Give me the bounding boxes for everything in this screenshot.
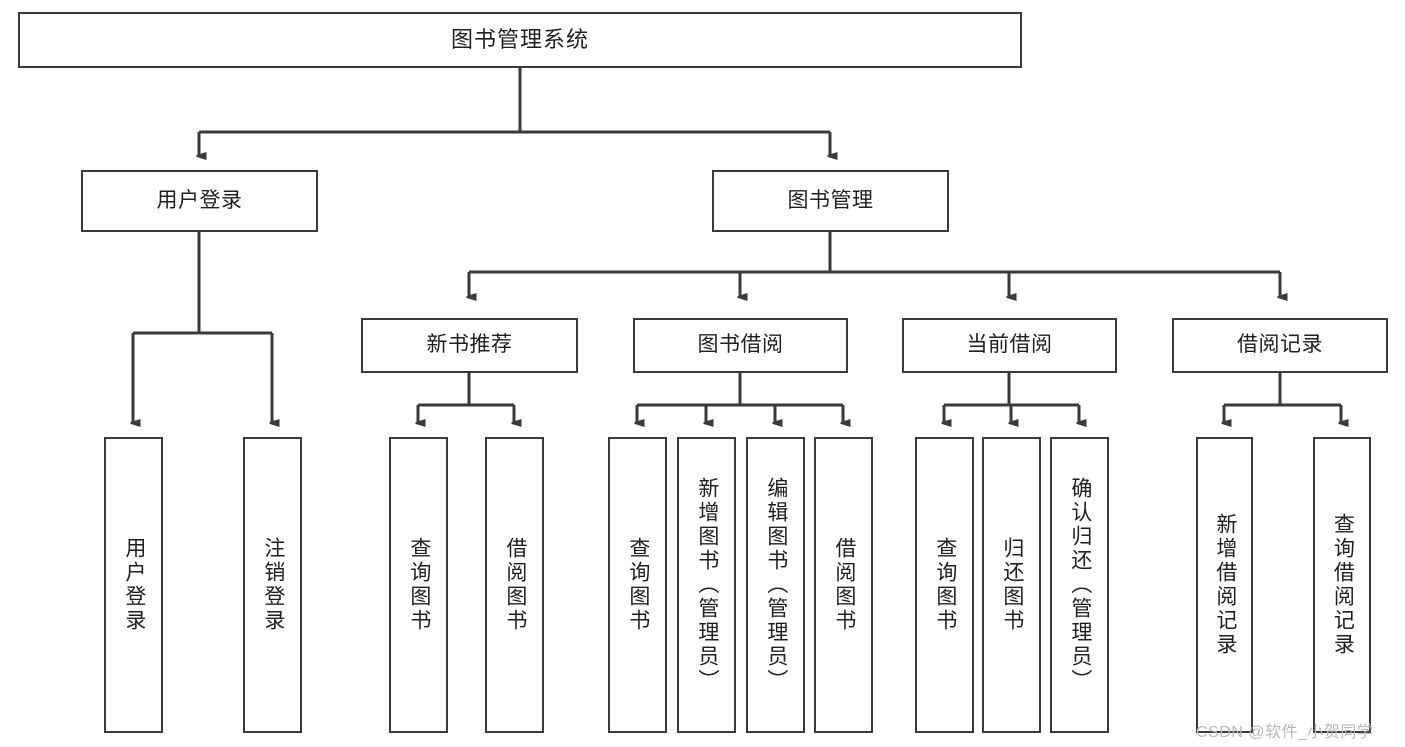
node-current-borrowing[interactable]: 当前借阅 bbox=[902, 318, 1117, 373]
leaf-new-book-borrow-book[interactable]: 借阅图书 bbox=[485, 437, 544, 733]
node-label: 新增图书（管理员） bbox=[695, 477, 719, 693]
node-label: 图书借阅 bbox=[697, 333, 784, 357]
node-user-login[interactable]: 用户登录 bbox=[81, 170, 318, 232]
node-label: 确认归还（管理员） bbox=[1068, 477, 1092, 693]
node-label: 借阅图书 bbox=[503, 537, 527, 633]
leaf-book-borrow-borrow-book[interactable]: 借阅图书 bbox=[814, 437, 873, 733]
node-label: 归还图书 bbox=[1000, 537, 1024, 633]
node-label: 图书管理系统 bbox=[450, 27, 589, 53]
node-book-borrowing[interactable]: 图书借阅 bbox=[633, 318, 848, 373]
leaf-current-borrow-return-book[interactable]: 归还图书 bbox=[982, 437, 1041, 733]
leaf-current-borrow-query-book[interactable]: 查询图书 bbox=[915, 437, 974, 733]
leaf-book-borrow-query-book[interactable]: 查询图书 bbox=[608, 437, 667, 733]
watermark-text: CSDN @软件_小贺同学 bbox=[1196, 724, 1374, 741]
node-label: 编辑图书（管理员） bbox=[764, 477, 788, 693]
leaf-book-borrow-edit-book-admin[interactable]: 编辑图书（管理员） bbox=[746, 437, 805, 733]
node-label: 新增借阅记录 bbox=[1213, 513, 1237, 657]
node-label: 查询借阅记录 bbox=[1331, 513, 1355, 657]
node-label: 查询图书 bbox=[626, 537, 650, 633]
node-borrow-records[interactable]: 借阅记录 bbox=[1172, 318, 1388, 373]
node-root-system[interactable]: 图书管理系统 bbox=[18, 12, 1022, 68]
node-book-management[interactable]: 图书管理 bbox=[712, 170, 949, 232]
leaf-current-borrow-confirm-return-admin[interactable]: 确认归还（管理员） bbox=[1050, 437, 1109, 733]
node-label: 新书推荐 bbox=[426, 333, 513, 357]
node-label: 当前借阅 bbox=[966, 333, 1053, 357]
leaf-borrow-record-query-record[interactable]: 查询借阅记录 bbox=[1313, 437, 1371, 733]
node-label: 查询图书 bbox=[933, 537, 957, 633]
node-label: 借阅记录 bbox=[1237, 333, 1323, 357]
leaf-borrow-record-add-record[interactable]: 新增借阅记录 bbox=[1196, 437, 1253, 733]
node-label: 注销登录 bbox=[261, 537, 285, 633]
node-label: 用户登录 bbox=[122, 537, 146, 633]
node-label: 借阅图书 bbox=[832, 537, 856, 633]
node-label: 查询图书 bbox=[407, 537, 431, 633]
leaf-new-book-query-book[interactable]: 查询图书 bbox=[389, 437, 448, 733]
leaf-book-borrow-add-book-admin[interactable]: 新增图书（管理员） bbox=[677, 437, 736, 733]
node-label: 用户登录 bbox=[156, 188, 243, 212]
leaf-user-login-logout[interactable]: 注销登录 bbox=[243, 437, 302, 733]
leaf-user-login-login[interactable]: 用户登录 bbox=[104, 437, 163, 733]
node-label: 图书管理 bbox=[787, 188, 874, 212]
node-new-book-recommendation[interactable]: 新书推荐 bbox=[361, 318, 578, 373]
